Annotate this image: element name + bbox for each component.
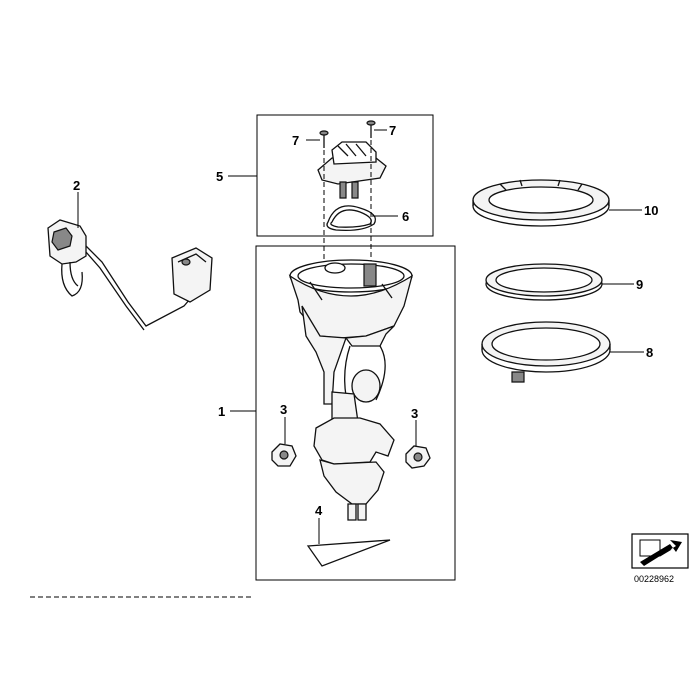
- part-lock-ring: [472, 179, 610, 227]
- part-cover-seal: [326, 205, 377, 232]
- reference-number: 00228962: [634, 574, 674, 584]
- part-seal-ring: [485, 263, 603, 301]
- part-clip-left: [271, 443, 297, 467]
- part-wedge: [306, 539, 391, 567]
- callout-2: 2: [73, 178, 80, 193]
- callout-3-right: 3: [411, 406, 418, 421]
- part-mounting-ring: [481, 321, 611, 383]
- part-screw-right: [366, 120, 376, 138]
- callout-7-left: 7: [292, 133, 299, 148]
- reference-arrow-icon: [631, 533, 689, 569]
- part-level-sensor: [47, 219, 213, 331]
- frame-lower: [255, 245, 456, 581]
- callout-10: 10: [644, 203, 658, 218]
- callout-6: 6: [402, 209, 409, 224]
- part-fuel-pump: [288, 259, 414, 521]
- part-clip-right: [405, 445, 431, 469]
- callout-4: 4: [315, 503, 323, 518]
- callout-1: 1: [218, 404, 225, 419]
- part-pump-cover: [317, 141, 387, 199]
- callout-7-right: 7: [389, 123, 396, 138]
- callout-5: 5: [216, 169, 223, 184]
- callout-3-left: 3: [280, 402, 287, 417]
- callout-8: 8: [646, 345, 653, 360]
- callout-9: 9: [636, 277, 643, 292]
- part-screw-left: [319, 130, 329, 148]
